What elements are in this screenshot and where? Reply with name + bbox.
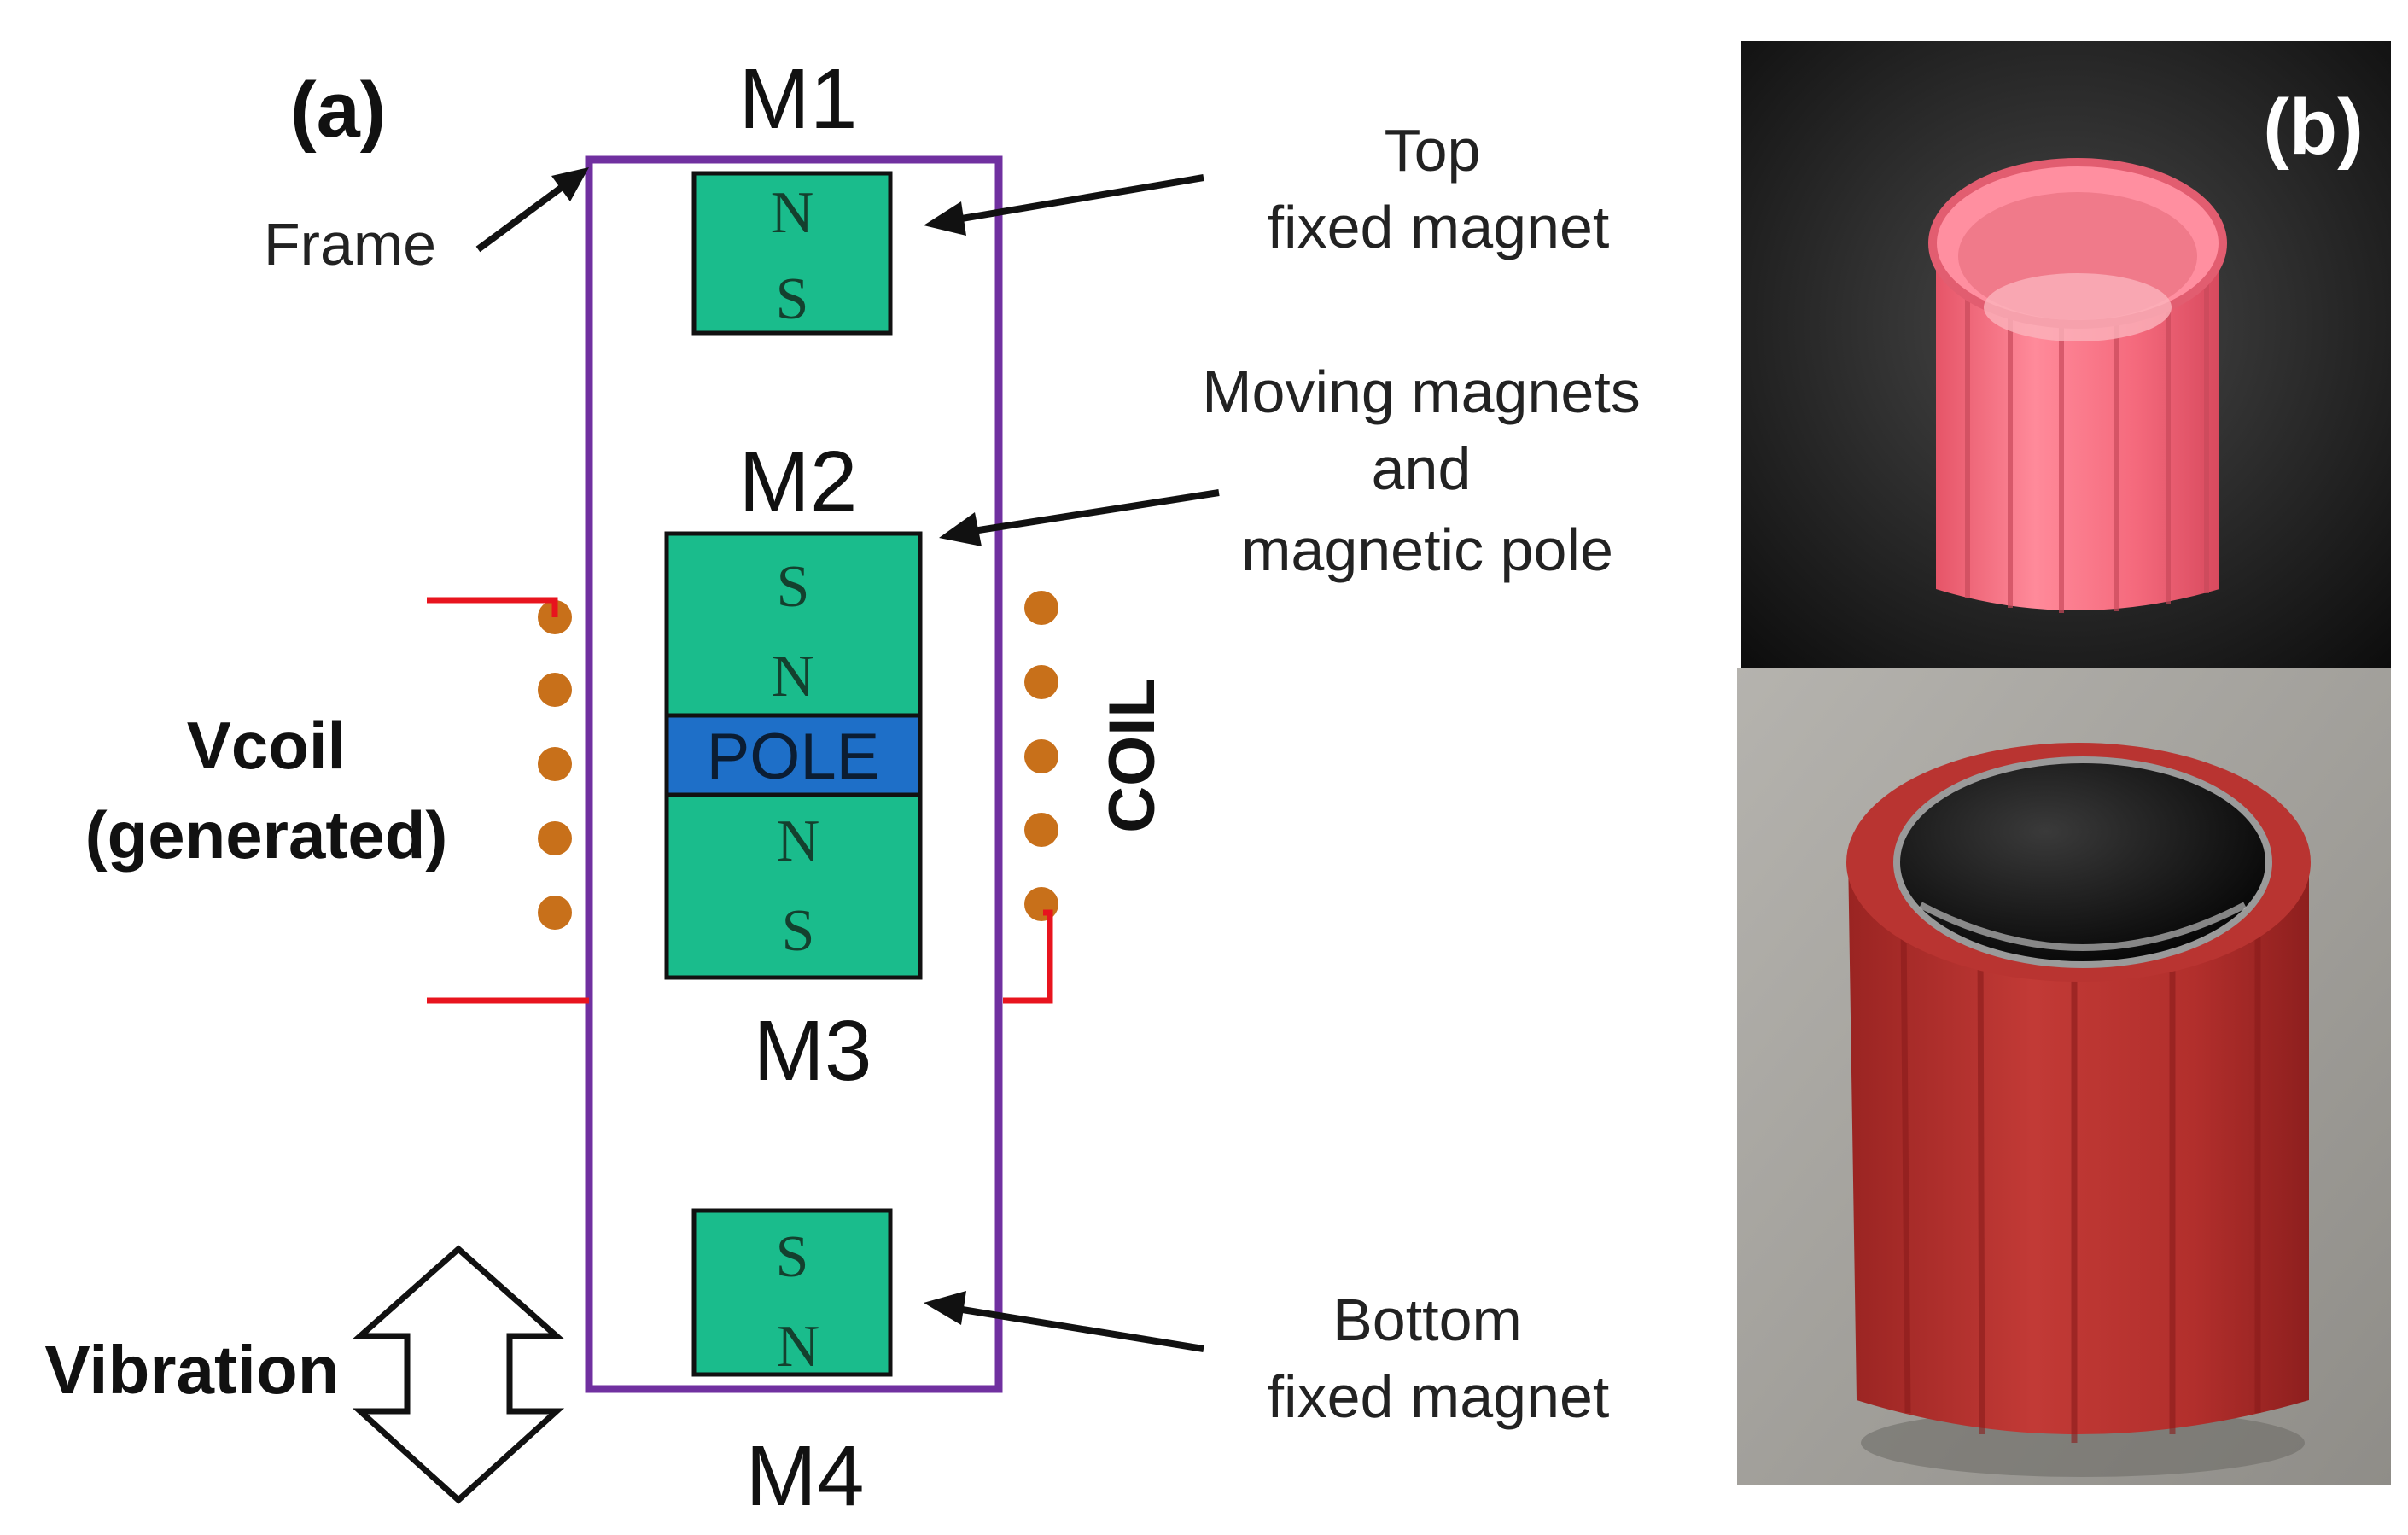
panel-b-label: (b) — [2263, 84, 2363, 171]
m4-pole-top: S — [776, 1224, 809, 1290]
m1-pole-bottom: S — [776, 266, 809, 332]
m3-pole-top: N — [777, 808, 820, 874]
panel-a: (a) M1 N S M2 S N POLE N S M3 S N M4 — [44, 51, 1640, 1524]
frame-rect — [585, 155, 1003, 1393]
frame-label: Frame — [264, 211, 436, 277]
moving-arrow — [939, 489, 1220, 546]
vcoil-generated-label: (generated) — [85, 797, 448, 873]
panel-b: (b) — [1737, 41, 2391, 1485]
top-fixed-label-line2: fixed magnet — [1268, 194, 1610, 260]
photo-red-holder — [1737, 668, 2391, 1485]
coil-wires — [427, 597, 1053, 1004]
m4-pole-bottom: N — [777, 1314, 820, 1380]
m2-label: M2 — [739, 434, 858, 529]
m2-pole-top: S — [777, 554, 810, 620]
m2-pole-bottom: N — [772, 644, 815, 709]
magnet-m4 — [691, 1208, 893, 1377]
vibration-label: Vibration — [44, 1332, 339, 1408]
vibration-double-arrow-icon — [352, 1245, 565, 1504]
pole-piece — [664, 713, 923, 797]
bottom-fixed-arrow — [924, 1291, 1204, 1352]
bottom-fixed-label-line1: Bottom — [1332, 1287, 1522, 1353]
coil-left-dots — [538, 600, 572, 930]
photo-pink-holder: (b) — [1741, 41, 2391, 668]
coil-right-dots — [1024, 591, 1058, 921]
m3-label: M3 — [754, 1003, 872, 1099]
magnet-m1 — [691, 171, 893, 336]
vcoil-label: Vcoil — [187, 708, 346, 783]
m1-pole-top: N — [771, 180, 814, 246]
pole-piece-label: POLE — [707, 721, 880, 793]
magnet-m2 — [664, 531, 923, 718]
panel-a-label: (a) — [290, 67, 386, 154]
bottom-fixed-label-line2: fixed magnet — [1268, 1363, 1610, 1430]
moving-label-line2: and — [1372, 435, 1472, 502]
frame-arrow — [475, 167, 589, 253]
top-fixed-label-line1: Top — [1385, 117, 1481, 184]
moving-label-line1: Moving magnets — [1202, 359, 1641, 425]
m4-label: M4 — [746, 1428, 865, 1524]
top-fixed-arrow — [924, 174, 1204, 236]
coil-label: COIL — [1096, 678, 1169, 833]
moving-label-line3: magnetic pole — [1241, 517, 1613, 583]
magnet-m3 — [664, 792, 923, 980]
m1-label: M1 — [739, 51, 858, 147]
m3-pole-bottom: S — [782, 898, 815, 964]
